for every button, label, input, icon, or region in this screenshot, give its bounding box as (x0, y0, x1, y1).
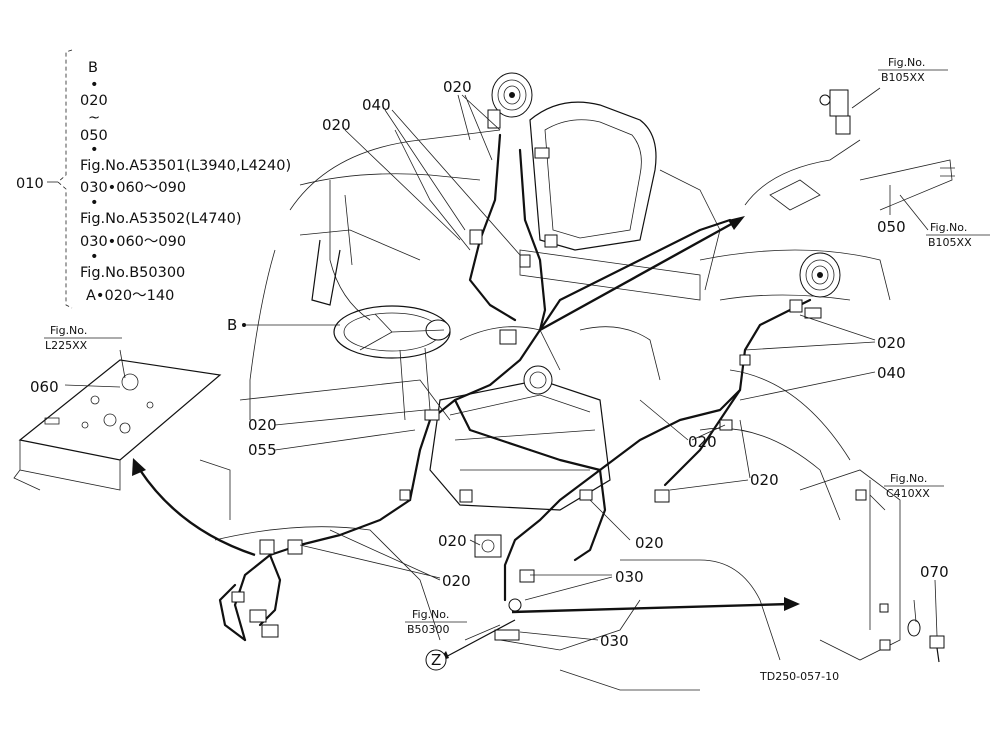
work-lamp-left (491, 72, 533, 118)
dash-plate (18, 359, 222, 461)
callout-050: 050 (877, 218, 906, 236)
group-line-4: 050 (80, 128, 108, 144)
group-line-8: • (90, 195, 99, 211)
drawing-id: TD250-057-10 (759, 670, 839, 683)
tractor-body (13, 89, 955, 691)
callout-030-2: 030 (600, 632, 629, 650)
wire-harness (218, 109, 822, 642)
callout-020-top: 020 (443, 78, 472, 96)
fig-ref-b105-top-line1: Fig.No. (888, 56, 925, 69)
bolt-070 (907, 599, 945, 663)
callout-020-right-1: 020 (877, 334, 906, 352)
b-marker-dot (242, 323, 246, 327)
group-line-1: • (90, 77, 99, 93)
b-marker-label: B (227, 316, 237, 334)
group-code: 010 (16, 176, 44, 192)
group-line-2: 020 (80, 93, 108, 109)
fig-ref-l225-line2: L225XX (45, 339, 88, 352)
callout-040-top: 040 (362, 96, 391, 114)
callout-055: 055 (248, 441, 277, 459)
fig-ref-b105-top-line2: B105XX (881, 71, 925, 84)
fig-ref-b105-top: Fig.No. B105XX (878, 56, 948, 84)
callout-020-bottom-center-1: 020 (438, 532, 467, 550)
group-line-3: ~ (88, 110, 100, 126)
callout-060: 060 (30, 378, 59, 396)
callout-020-bottom-center-2: 020 (635, 534, 664, 552)
group-index: 010 B • 020 ~ 050 • Fig.No.A53501(L3940,… (16, 49, 291, 309)
callout-arrows (132, 216, 800, 662)
z-marker-label: Z (431, 651, 441, 669)
fig-ref-b105-side-line2: B105XX (928, 236, 972, 249)
callout-070: 070 (920, 563, 949, 581)
group-line-12: Fig.No.B50300 (80, 265, 185, 281)
b-marker: B (227, 316, 246, 334)
fig-ref-c410-line2: C410XX (886, 487, 930, 500)
z-marker-circle (425, 649, 447, 671)
fig-ref-l225: Fig.No. L225XX (44, 324, 122, 352)
callout-040-right: 040 (877, 364, 906, 382)
group-line-0: B (88, 60, 98, 76)
group-line-13: A•020～140 (86, 288, 174, 304)
fig-ref-b50300: Fig.No. B50300 (405, 608, 467, 636)
callout-020-left-mid: 020 (248, 416, 277, 434)
group-line-11: • (90, 249, 99, 265)
group-line-5: • (90, 142, 99, 158)
fig-ref-b105-side-line1: Fig.No. (930, 221, 967, 234)
callout-020-bottom-left: 020 (442, 572, 471, 590)
callout-020-left-top: 020 (322, 116, 351, 134)
fig-ref-b50300-line1: Fig.No. (412, 608, 449, 621)
callout-020-right-3: 020 (750, 471, 779, 489)
group-line-9: Fig.No.A53502(L4740) (80, 211, 242, 227)
group-line-7: 030•060～090 (80, 180, 186, 196)
fig-ref-c410-line1: Fig.No. (890, 472, 927, 485)
fig-ref-b105-side: Fig.No. B105XX (926, 221, 990, 249)
fig-ref-l225-line1: Fig.No. (50, 324, 87, 337)
group-line-10: 030•060～090 (80, 234, 186, 250)
seat (529, 101, 657, 251)
z-marker: Z (425, 649, 447, 671)
callout-labels: 020 040 020 B 020 055 060 050 020 040 02… (30, 78, 949, 671)
fig-ref-b50300-line2: B50300 (407, 623, 450, 636)
callout-030-1: 030 (615, 568, 644, 586)
fig-ref-c410: Fig.No. C410XX (884, 472, 944, 500)
leader-lines (64, 87, 938, 641)
callout-020-right-2: 020 (688, 433, 717, 451)
group-line-6: Fig.No.A53501(L3940,L4240) (80, 158, 291, 174)
work-lamp-right (799, 252, 841, 298)
